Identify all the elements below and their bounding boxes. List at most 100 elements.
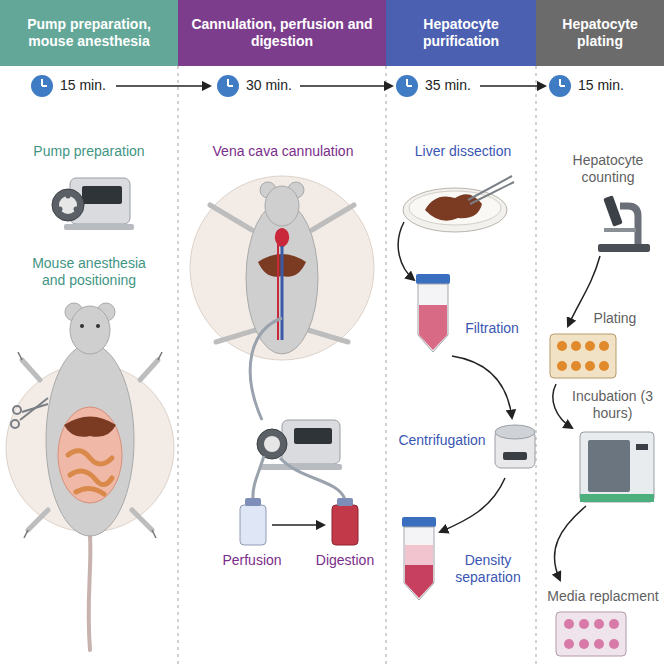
buffer-bottle <box>240 498 358 545</box>
step-label: Plating <box>580 310 650 327</box>
duration-label: 35 min. <box>425 77 485 94</box>
peristaltic-pump <box>59 196 77 214</box>
conical-tube <box>418 284 448 352</box>
conical-tube <box>405 545 433 565</box>
culture-plate <box>579 639 589 649</box>
mouse-dissection <box>140 360 158 380</box>
clock-icon <box>227 79 229 86</box>
buffer-bottle <box>240 505 266 545</box>
process-arrow <box>440 478 505 532</box>
petri-dish <box>468 176 512 200</box>
peristaltic-pump <box>257 429 287 459</box>
culture-plate <box>599 361 609 371</box>
clock-icon <box>217 75 239 97</box>
culture-plate <box>585 361 595 371</box>
conical-tube <box>405 565 433 598</box>
clock-icon <box>407 85 412 87</box>
peristaltic-pump <box>52 178 134 230</box>
culture-plate <box>571 341 581 351</box>
process-arrow <box>554 506 586 580</box>
incubator <box>580 432 654 502</box>
header-band: Hepatocyte plating <box>536 0 664 66</box>
peristaltic-pump <box>66 194 71 199</box>
peristaltic-pump <box>52 189 84 221</box>
header-band: Hepatocyte purification <box>386 0 536 66</box>
culture-plate <box>594 619 604 629</box>
culture-plate <box>557 341 567 351</box>
peristaltic-pump <box>58 207 63 212</box>
process-arrow <box>398 222 414 280</box>
mouse-dissection <box>96 324 100 328</box>
column-divider <box>385 66 386 664</box>
column-divider <box>535 66 536 664</box>
header-text: Cannulation, perfusion and digestion <box>186 16 378 50</box>
mouse-cannulation <box>190 176 374 420</box>
column-divider <box>177 66 178 664</box>
clock-icon <box>42 85 47 87</box>
process-arrow <box>398 222 600 580</box>
centrifuge <box>495 425 535 468</box>
peristaltic-pump <box>280 458 345 500</box>
incubator <box>588 440 630 492</box>
clock-icon <box>549 75 571 97</box>
buffer-bottle <box>337 498 353 506</box>
culture-plate <box>571 361 581 371</box>
mouse-cannulation <box>210 205 252 230</box>
culture-plate <box>564 619 619 649</box>
clock-icon <box>396 75 418 97</box>
timeline-arrow <box>480 85 545 87</box>
mouse-dissection <box>158 352 162 360</box>
step-label: Filtration <box>452 320 532 337</box>
step-label: Mouse anesthesia and positioning <box>19 255 159 289</box>
step-label: Hepatocyte counting <box>556 152 660 186</box>
step-label: Vena cava cannulation <box>180 143 386 160</box>
step-label: Centrifugation <box>392 432 492 449</box>
mouse-dissection <box>6 303 174 650</box>
culture-plate <box>609 619 619 629</box>
mouse-cannulation <box>281 246 284 340</box>
step-label: Media replacment <box>544 588 662 605</box>
mouse-dissection <box>132 510 152 530</box>
buffer-bottle <box>332 505 358 545</box>
header-band: Pump preparation, mouse anesthesia <box>0 0 178 66</box>
incubator <box>580 432 654 502</box>
culture-plate <box>599 341 609 351</box>
microscope <box>598 244 650 252</box>
peristaltic-pump <box>82 186 122 204</box>
mouse-dissection <box>20 398 48 420</box>
duration-label: 15 min. <box>60 77 120 94</box>
peristaltic-pump <box>294 428 332 444</box>
peristaltic-pump <box>74 207 79 212</box>
mouse-dissection <box>46 344 134 536</box>
clock-icon <box>41 79 43 86</box>
mouse-dissection <box>11 398 48 428</box>
step-label: Perfusion <box>212 552 292 569</box>
process-arrow <box>553 384 572 428</box>
timeline-arrow <box>300 85 392 87</box>
mouse-dissection <box>11 420 19 428</box>
header-text: Hepatocyte plating <box>544 16 656 50</box>
step-label: Digestion <box>305 552 385 569</box>
header-text: Pump preparation, mouse anesthesia <box>8 16 170 50</box>
culture-plate <box>579 619 589 629</box>
culture-plate <box>550 334 616 378</box>
clock-icon <box>31 75 53 97</box>
culture-plate <box>594 639 604 649</box>
petri-dish <box>403 176 514 232</box>
mouse-dissection <box>80 324 84 328</box>
column-divider <box>178 66 536 664</box>
mouse-cannulation <box>190 176 374 360</box>
incubator <box>580 494 654 502</box>
culture-plate <box>556 612 626 656</box>
step-label: Pump preparation <box>0 143 178 160</box>
culture-plate <box>557 361 567 371</box>
microscope <box>620 206 638 244</box>
peristaltic-pump <box>253 456 264 500</box>
mouse-dissection <box>13 406 21 414</box>
mouse-dissection <box>64 417 116 437</box>
buffer-bottle <box>245 498 261 506</box>
clock-icon <box>560 85 565 87</box>
conical-tube <box>416 274 450 284</box>
clock-icon <box>31 75 571 97</box>
